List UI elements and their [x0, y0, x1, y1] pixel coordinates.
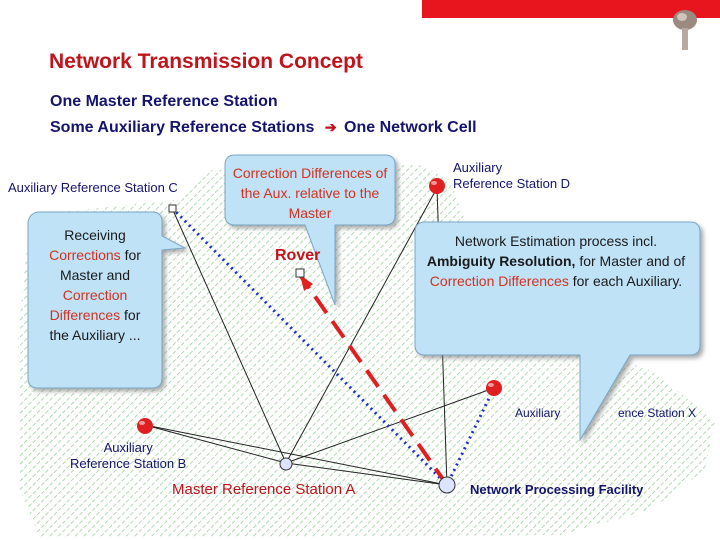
- callout-left-auxiliary: the Auxiliary ...: [49, 327, 141, 343]
- callout-middle: [224, 154, 396, 306]
- station-aux-b: [137, 418, 153, 434]
- label-rover: Rover: [275, 247, 321, 264]
- subtitle-network-cell: Some Auxiliary Reference Stations ➔ One …: [50, 119, 477, 137]
- master-to-rover-link: [298, 273, 449, 487]
- callout-right-each-aux: for each Auxiliary.: [572, 273, 683, 289]
- callout-left-differences: Differences: [49, 307, 121, 323]
- top-accent-bar: [422, 0, 720, 18]
- label-aux-station-d: Auxiliary Reference Station D: [453, 160, 570, 192]
- label-master-station-a: Master Reference Station A: [172, 481, 356, 498]
- satellite-antenna-icon: [673, 10, 697, 50]
- callout-middle-text: Correction Differences of the Aux. relat…: [232, 165, 388, 221]
- right-arrow-icon: ➔: [324, 119, 337, 135]
- subtitle-one-cell: One Network Cell: [344, 119, 477, 136]
- callout-left-for: for: [124, 247, 141, 263]
- callout-left-correction: Correction: [62, 287, 128, 303]
- label-aux-d-line1: Auxiliary: [453, 160, 503, 175]
- callout-right-text: Network Estimation process incl. Ambigui…: [417, 231, 695, 291]
- label-aux-d-line2: Reference Station D: [453, 176, 571, 191]
- callout-left-master: Master and: [59, 267, 131, 283]
- callout-left: [27, 211, 187, 389]
- network-processing-facility-node: [438, 476, 456, 494]
- label-aux-b-line1: Auxiliary: [103, 440, 153, 455]
- slide-title: Network Transmission Concept: [49, 50, 363, 73]
- station-aux-x: [486, 380, 502, 396]
- callout-right-ambiguity: Ambiguity Resolution,: [426, 253, 576, 269]
- station-aux-c: [168, 204, 177, 213]
- label-aux-station-b: Auxiliary Reference Station B: [70, 440, 186, 472]
- correction-difference-links: [170, 206, 496, 487]
- label-aux-station-x-part1: Auxiliary: [515, 406, 561, 420]
- rover-arrowhead: [300, 275, 313, 291]
- station-aux-d: [429, 178, 445, 194]
- subtitle-master: One Master Reference Station: [50, 93, 278, 110]
- callout-left-for-2: for: [124, 307, 141, 323]
- network-cell-area: [18, 165, 715, 538]
- callout-right-line1: Network Estimation process incl.: [454, 233, 658, 249]
- label-aux-station-x-part2: ence Station X: [618, 406, 697, 420]
- subtitle-aux-stations: Some Auxiliary Reference Stations: [50, 119, 315, 136]
- station-master-a: [279, 457, 293, 471]
- callout-right-master: for Master and of: [579, 253, 686, 269]
- callout-left-text: Receiving Corrections for Master and Cor…: [30, 225, 160, 345]
- rover-node: [295, 268, 305, 278]
- label-network-processing-facility: Network Processing Facility: [470, 482, 644, 497]
- label-aux-station-c: Auxiliary Reference Station C: [8, 180, 178, 195]
- callout-left-receiving: Receiving: [64, 227, 126, 243]
- callout-right: [414, 221, 701, 442]
- callout-right-correction-diff: Correction Differences: [429, 273, 569, 289]
- callout-left-corrections: Corrections: [49, 247, 121, 263]
- label-aux-b-line2: Reference Station B: [70, 456, 187, 471]
